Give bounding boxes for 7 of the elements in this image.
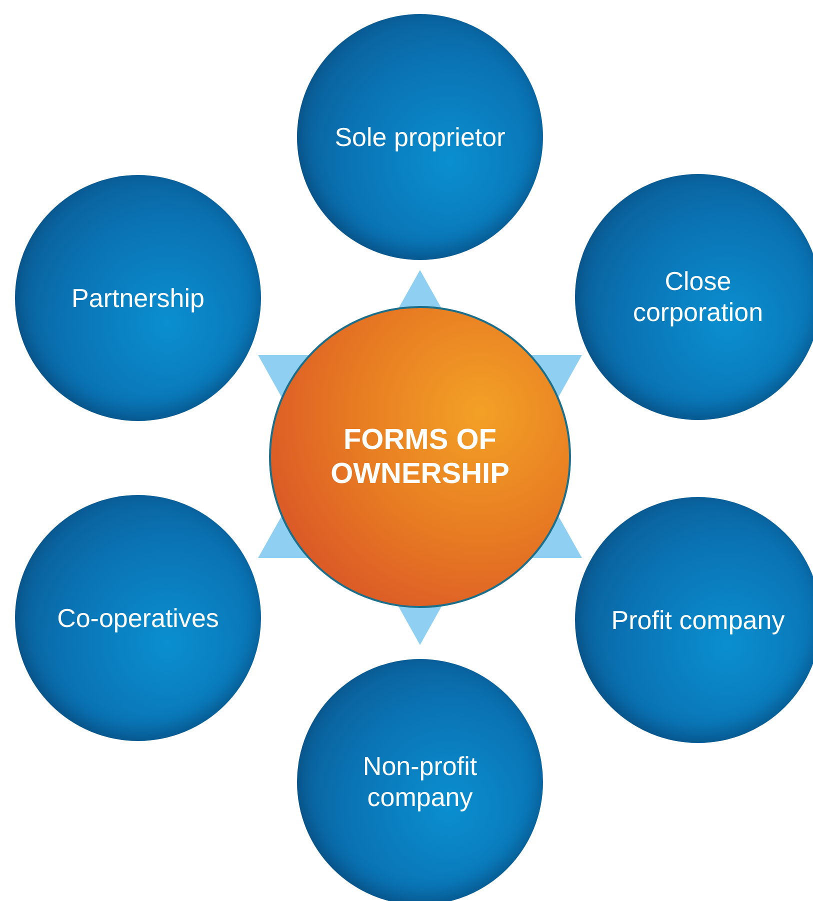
node-label: Profit company (611, 604, 785, 636)
node-label: Close corporation (632, 266, 764, 328)
node-label: Co-operatives (57, 602, 219, 634)
hub-title: FORMS OF OWNERSHIP (330, 422, 510, 492)
node-label: Partnership (72, 282, 204, 314)
node-label: Sole proprietor (334, 122, 506, 152)
node-label: Non-profit company (362, 751, 478, 813)
